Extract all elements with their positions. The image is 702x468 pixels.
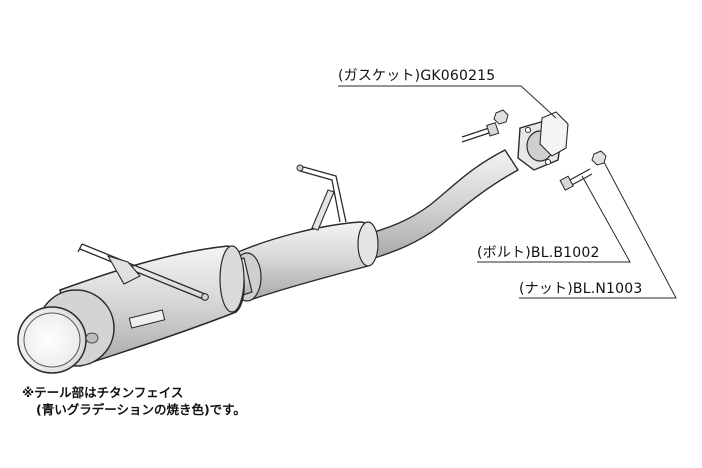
tail-emblem: [85, 332, 99, 344]
nut-upper: [493, 109, 509, 125]
flange-hole-top: [524, 126, 532, 134]
muffler-hanger-rod: [79, 243, 206, 300]
tail-inner-rim: [23, 312, 81, 368]
bolt-lower-head: [559, 175, 574, 191]
nut-lower: [591, 150, 607, 166]
tail-finish-note-line2: (青いグラデーションの焼き色)です。: [36, 402, 246, 417]
bolt-lower: [567, 168, 593, 187]
gasket-part-label: (ガスケット)GK060215: [338, 68, 496, 84]
bolt-upper: [461, 126, 493, 143]
hanger-rod-end: [201, 293, 209, 301]
resonator-hanger-stay: [311, 189, 335, 231]
resonator-end-cap: [357, 221, 379, 267]
nut-part-label: (ナット)BL.N1003: [519, 281, 643, 297]
bolt-leader-line: [477, 175, 631, 263]
hanger-rod-left-end: [77, 243, 83, 253]
resonator-hanger: [299, 165, 347, 223]
tail-finish-note-line1: ※テール部はチタンフェイス: [22, 385, 184, 400]
gasket-leader-line: [338, 85, 557, 119]
nut-leader-line: [519, 161, 677, 299]
gasket: [539, 111, 569, 157]
bolt-upper-head: [486, 122, 500, 137]
hanger-bracket: [106, 255, 141, 285]
muffler-badge: [128, 309, 166, 329]
muffler-rear-cap: [219, 245, 245, 313]
tail-inner-face: [17, 306, 87, 374]
bolt-part-label: (ボルト)BL.B1002: [477, 245, 600, 261]
resonator-hanger-tip: [296, 164, 304, 172]
flange-hole-bottom: [544, 158, 552, 166]
